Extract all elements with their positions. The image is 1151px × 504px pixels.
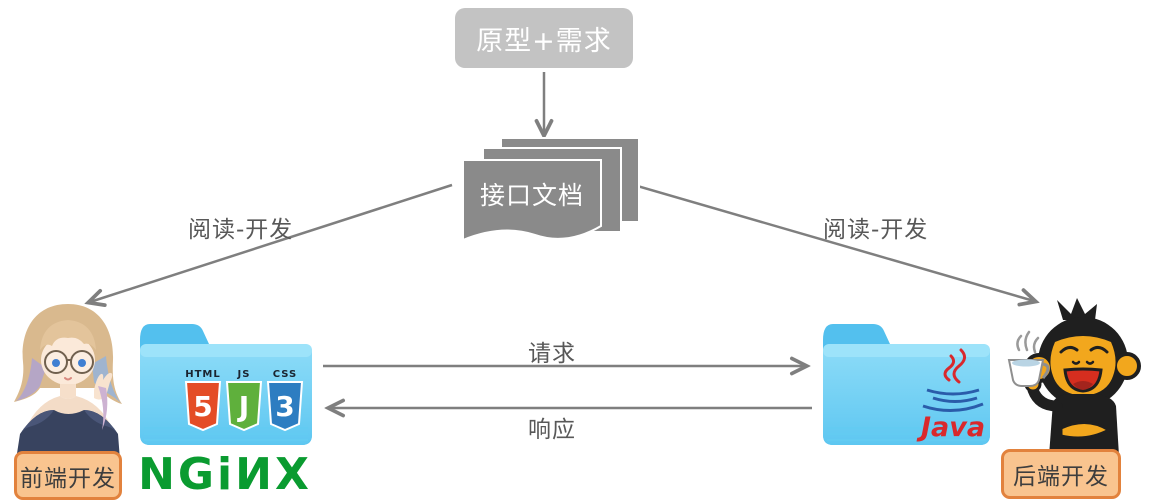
html5-glyph: 5: [193, 390, 212, 423]
read-develop-left-label: 阅读-开发: [188, 217, 294, 243]
request-label: 请求: [528, 341, 576, 367]
java-logo: Java: [916, 348, 985, 443]
css3-glyph: 3: [275, 390, 294, 423]
java-wordmark: Java: [916, 412, 985, 443]
java-cup-saucer: [922, 402, 984, 412]
css3-badge: CSS 3: [266, 369, 304, 432]
girl-hair-strand: [98, 386, 108, 430]
frontend-role-label: 前端开发: [14, 451, 122, 500]
css3-shield: [266, 381, 304, 432]
monkey-cup: [1007, 359, 1045, 387]
monkey-steam: [1016, 330, 1040, 354]
monkey-brow-left: [1059, 345, 1079, 354]
js-badge-label: JS: [237, 369, 251, 380]
girl-eye-right: [78, 359, 86, 367]
girl-neck: [60, 384, 76, 399]
girl-dress-ruffle-right: [84, 410, 118, 434]
folder-front-highlight: [140, 344, 312, 357]
frontend-role-text: 前端开发: [20, 465, 116, 492]
folder-front-highlight: [823, 344, 990, 357]
monkey-brow-right: [1089, 345, 1109, 354]
backend-role-text: 后端开发: [1013, 464, 1109, 490]
nginx-logo: NGiИX: [137, 448, 313, 500]
backend-folder: Java: [823, 324, 990, 445]
nginx-wordmark: NGiИX: [138, 448, 312, 500]
js-shield: [225, 381, 263, 432]
monkey-ear-right: [1113, 352, 1141, 380]
monkey-cup-handle: [1041, 362, 1050, 379]
monkey-mouth: [1063, 367, 1103, 393]
html5-shield: [184, 381, 222, 432]
monkey-arm: [1027, 384, 1063, 412]
js-badge: JS J: [225, 369, 263, 432]
js-glyph: J: [237, 390, 249, 423]
girl-dress-ruffle: [20, 410, 54, 434]
frontend-developer-illustration: [14, 304, 122, 460]
doc-page-front: [462, 159, 602, 242]
girl-bangs: [40, 320, 96, 350]
read-develop-right-label: 阅读-开发: [823, 217, 929, 243]
folder-front: [140, 344, 312, 445]
java-steam: [943, 354, 956, 382]
girl-dress: [16, 410, 120, 460]
monkey-coffee: [1012, 359, 1040, 367]
api-doc-stack: 接口文档: [462, 137, 640, 242]
monkey-hair-tuft: [1057, 298, 1097, 320]
java-cup-body: [932, 396, 978, 403]
html5-badge: HTML 5: [184, 369, 222, 432]
java-cup-rim: [926, 388, 980, 396]
girl-eye-left: [52, 359, 60, 367]
backend-developer-illustration: [1007, 298, 1141, 456]
requirements-label: 原型+需求: [476, 25, 612, 57]
css3-badge-label: CSS: [273, 369, 297, 380]
response-label: 响应: [528, 417, 576, 443]
girl-mouth: [64, 377, 72, 381]
frontend-folder: HTML 5 JS J CSS 3: [140, 324, 312, 445]
backend-role-label: 后端开发: [1001, 449, 1121, 499]
monkey-hand-belly: [1059, 421, 1112, 440]
girl-hand: [94, 372, 113, 400]
monkey-nostrils: [1071, 360, 1095, 365]
java-steam-2: [952, 348, 966, 384]
api-doc-label: 接口文档: [480, 181, 584, 210]
monkey-tongue: [1073, 381, 1093, 390]
girl-hair-tint: [16, 358, 46, 401]
html5-badge-label: HTML: [185, 369, 221, 380]
requirements-node: 原型+需求: [455, 8, 633, 68]
